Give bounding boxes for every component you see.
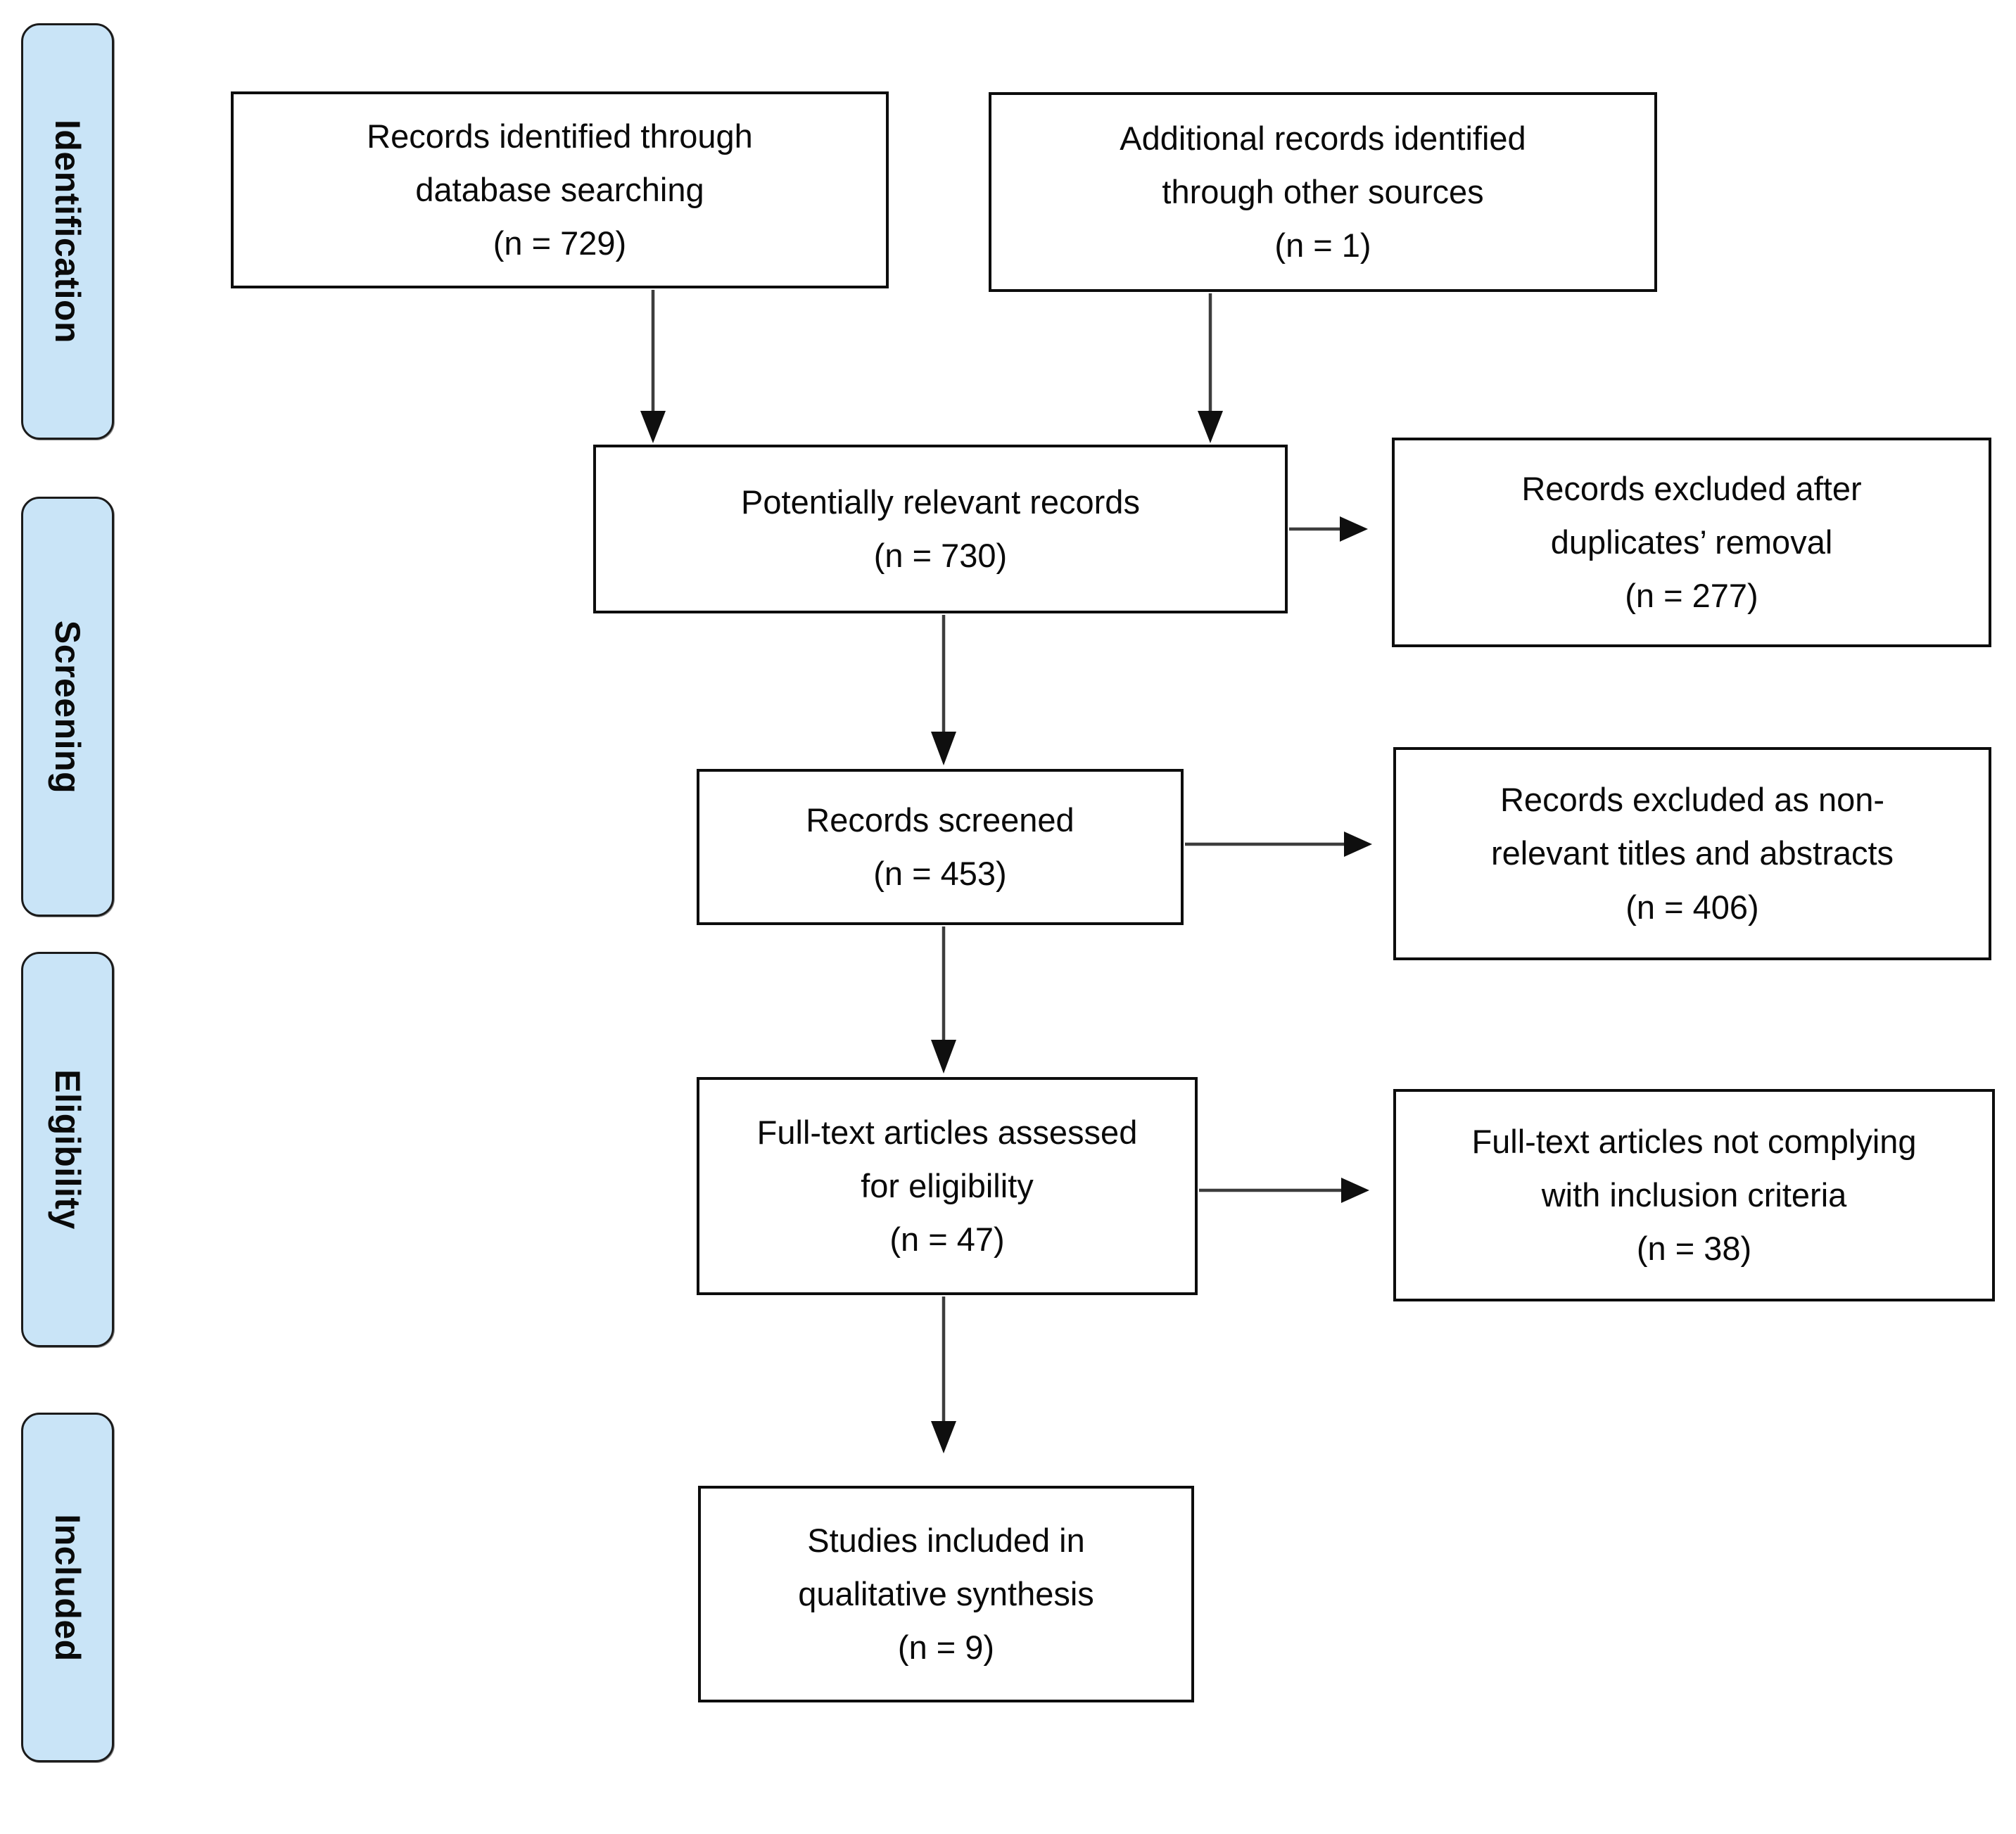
box-records-excluded-titles-abstracts: Records excluded as non- relevant titles… — [1393, 747, 1991, 960]
box-additional-records: Additional records identified through ot… — [989, 92, 1657, 292]
arrow-screened-to-excluded-head — [1344, 832, 1372, 857]
stage-included: Included — [21, 1413, 114, 1762]
stage-identification: Identification — [21, 23, 114, 440]
box-potentially-relevant: Potentially relevant records (n = 730) — [593, 445, 1288, 613]
box-records-identified: Records identified through database sear… — [231, 91, 889, 288]
arrow-other-to-relevant-head — [1198, 411, 1223, 443]
arrow-db-to-relevant-head — [640, 411, 666, 443]
box-records-screened: Records screened (n = 453) — [697, 769, 1184, 925]
box-fulltext-assessed: Full-text articles assessed for eligibil… — [697, 1077, 1198, 1295]
stage-eligibility-label: Eligibility — [48, 1069, 87, 1230]
arrow-relevant-to-duplicates-head — [1340, 516, 1368, 542]
stage-included-label: Included — [48, 1513, 88, 1662]
stage-eligibility: Eligibility — [21, 952, 114, 1347]
box-fulltext-not-complying: Full-text articles not complying with in… — [1393, 1089, 1995, 1301]
arrow-relevant-to-screened-head — [931, 732, 956, 765]
box-records-excluded-duplicates: Records excluded after duplicates’ remov… — [1392, 438, 1991, 647]
arrow-fulltext-to-included-head — [931, 1421, 956, 1453]
stage-screening: Screening — [21, 497, 114, 917]
stage-identification-label: Identification — [48, 119, 88, 344]
arrow-fulltext-to-notcomplying-head — [1341, 1178, 1369, 1203]
stage-screening-label: Screening — [48, 620, 87, 794]
box-studies-included: Studies included in qualitative synthesi… — [698, 1486, 1194, 1702]
arrow-screened-to-fulltext-head — [931, 1040, 956, 1074]
